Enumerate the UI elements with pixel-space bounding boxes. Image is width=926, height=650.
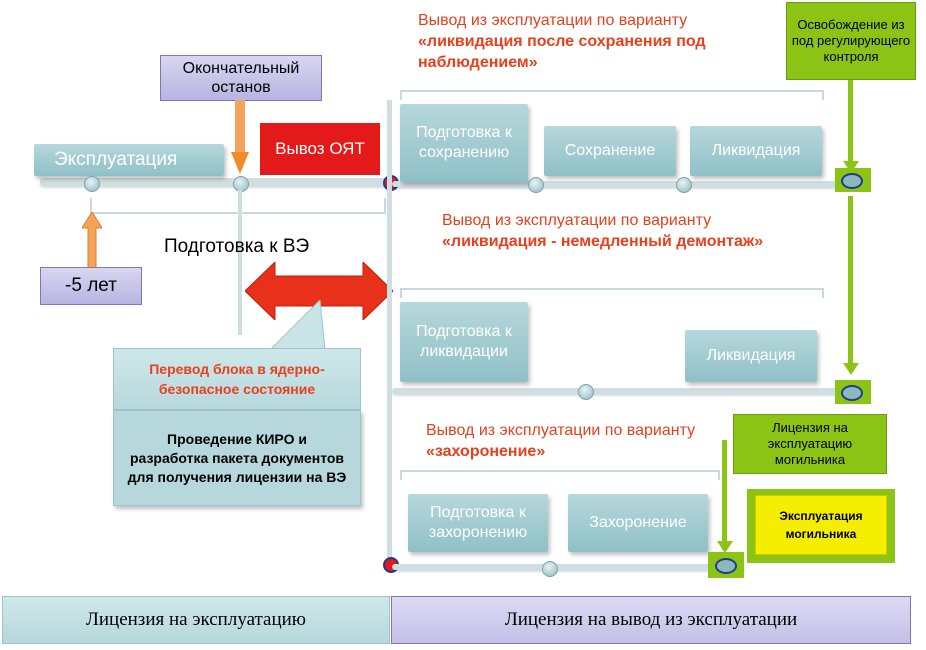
option3-step2: Захоронение [568,494,708,552]
option2-line [392,388,840,394]
option1-step3: Ликвидация [690,126,822,176]
option1-dot-b [676,177,692,193]
transfer-box: Перевод блока в ядерно-безопасное состоя… [113,348,361,410]
release-node-2 [841,385,863,401]
minus5-arrow [81,211,103,269]
repository-arrowhead [717,540,733,553]
option2-step1: Подготовка к ликвидации [400,302,528,382]
option2-title-bold: «ликвидация - немедленный демонтаж» [442,233,764,250]
final-stop-box: Окончательный останов [160,55,322,101]
option3-title: Вывод из эксплуатации по варианту «захор… [426,420,716,462]
right-vertical-2 [848,196,853,366]
option1-step2: Сохранение [544,126,676,176]
option2-bracket [400,288,824,298]
option2-title-line: Вывод из эксплуатации по варианту [442,212,712,229]
option1-title-bold: «ликвидация после сохранения под наблюде… [418,33,706,71]
option3-step1: Подготовка к захоронению [408,494,548,552]
release-node-1 [841,173,863,189]
option2-title: Вывод из эксплуатации по варианту «ликви… [442,210,782,252]
final-stop-arrow [231,100,249,174]
option3-title-bold: «захоронение» [426,443,546,460]
decom-license-bar: Лицензия на вывод из эксплуатации [391,596,911,644]
snf-removal-box: Вывоз ОЯТ [260,123,380,175]
main-timeline [40,178,395,186]
operation-license-bar: Лицензия на эксплуатацию [2,596,390,644]
release-arrowhead [843,160,859,173]
option1-title-line: Вывод из эксплуатации по варианту [418,12,688,29]
timeline-dot-minus5 [84,176,100,192]
option2-dot [578,384,594,400]
release-arrowhead-2 [843,362,859,375]
option3-dot [542,561,558,577]
minus5-box: -5 лет [40,267,142,305]
right-vertical-1 [848,80,853,172]
repository-operation-box: Эксплуатация могильника [755,495,887,555]
decom-trunk [387,100,392,566]
option1-dot-a [528,177,544,193]
repository-vertical [722,440,727,550]
release-box: Освобождение из под регулирующего контро… [786,2,916,80]
exploitation-box: Эксплуатация [34,144,224,176]
option1-step1: Подготовка к сохранению [400,104,528,182]
option1-line [392,181,840,187]
repository-node [715,558,737,574]
callout-pointer [268,298,330,351]
option1-title: Вывод из эксплуатации по варианту «ликви… [418,10,758,73]
stop-vertical [238,190,242,335]
repository-license-box: Лицензия на эксплуатацию могильника [733,414,887,474]
option3-bracket [400,470,720,480]
option2-step2: Ликвидация [685,330,817,382]
decom-prep-label: Подготовка к ВЭ [164,236,310,257]
option3-title-line: Вывод из эксплуатации по варианту [426,422,696,439]
kiro-box: Проведение КИРО и разработка пакета доку… [113,410,361,506]
option1-bracket [400,90,824,100]
